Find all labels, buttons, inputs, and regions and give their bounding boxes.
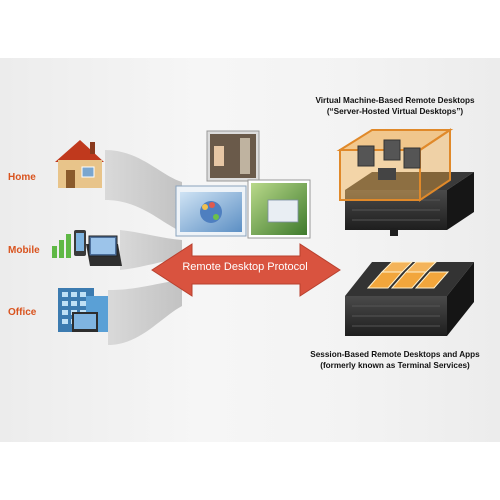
endpoint-label-mobile: Mobile bbox=[8, 245, 40, 256]
desktop-screenshots bbox=[175, 130, 311, 239]
mobile-devices-icon bbox=[52, 230, 122, 266]
endpoint-label-home: Home bbox=[8, 172, 36, 183]
office-beam bbox=[108, 280, 182, 345]
protocol-label: Remote Desktop Protocol bbox=[182, 261, 308, 273]
session-desktops-caption: Session-Based Remote Desktops and Apps (… bbox=[300, 349, 490, 371]
vm-desktops-caption: Virtual Machine-Based Remote Desktops (“… bbox=[300, 95, 490, 117]
vm-desktops-title-line2: (“Server-Hosted Virtual Desktops”) bbox=[326, 107, 464, 116]
vm-server-icon bbox=[336, 128, 474, 236]
office-building-icon bbox=[58, 288, 108, 332]
vm-desktops-title-line1: Virtual Machine-Based Remote Desktops bbox=[315, 96, 475, 105]
session-desktops-title-line1: Session-Based Remote Desktops and Apps bbox=[310, 350, 480, 359]
endpoint-label-office: Office bbox=[8, 307, 37, 318]
session-desktops-title-line2: (formerly known as Terminal Services) bbox=[320, 361, 470, 370]
session-server-icon bbox=[345, 261, 474, 336]
house-icon bbox=[55, 140, 104, 188]
home-beam bbox=[105, 150, 182, 232]
protocol-arrow bbox=[151, 243, 341, 297]
